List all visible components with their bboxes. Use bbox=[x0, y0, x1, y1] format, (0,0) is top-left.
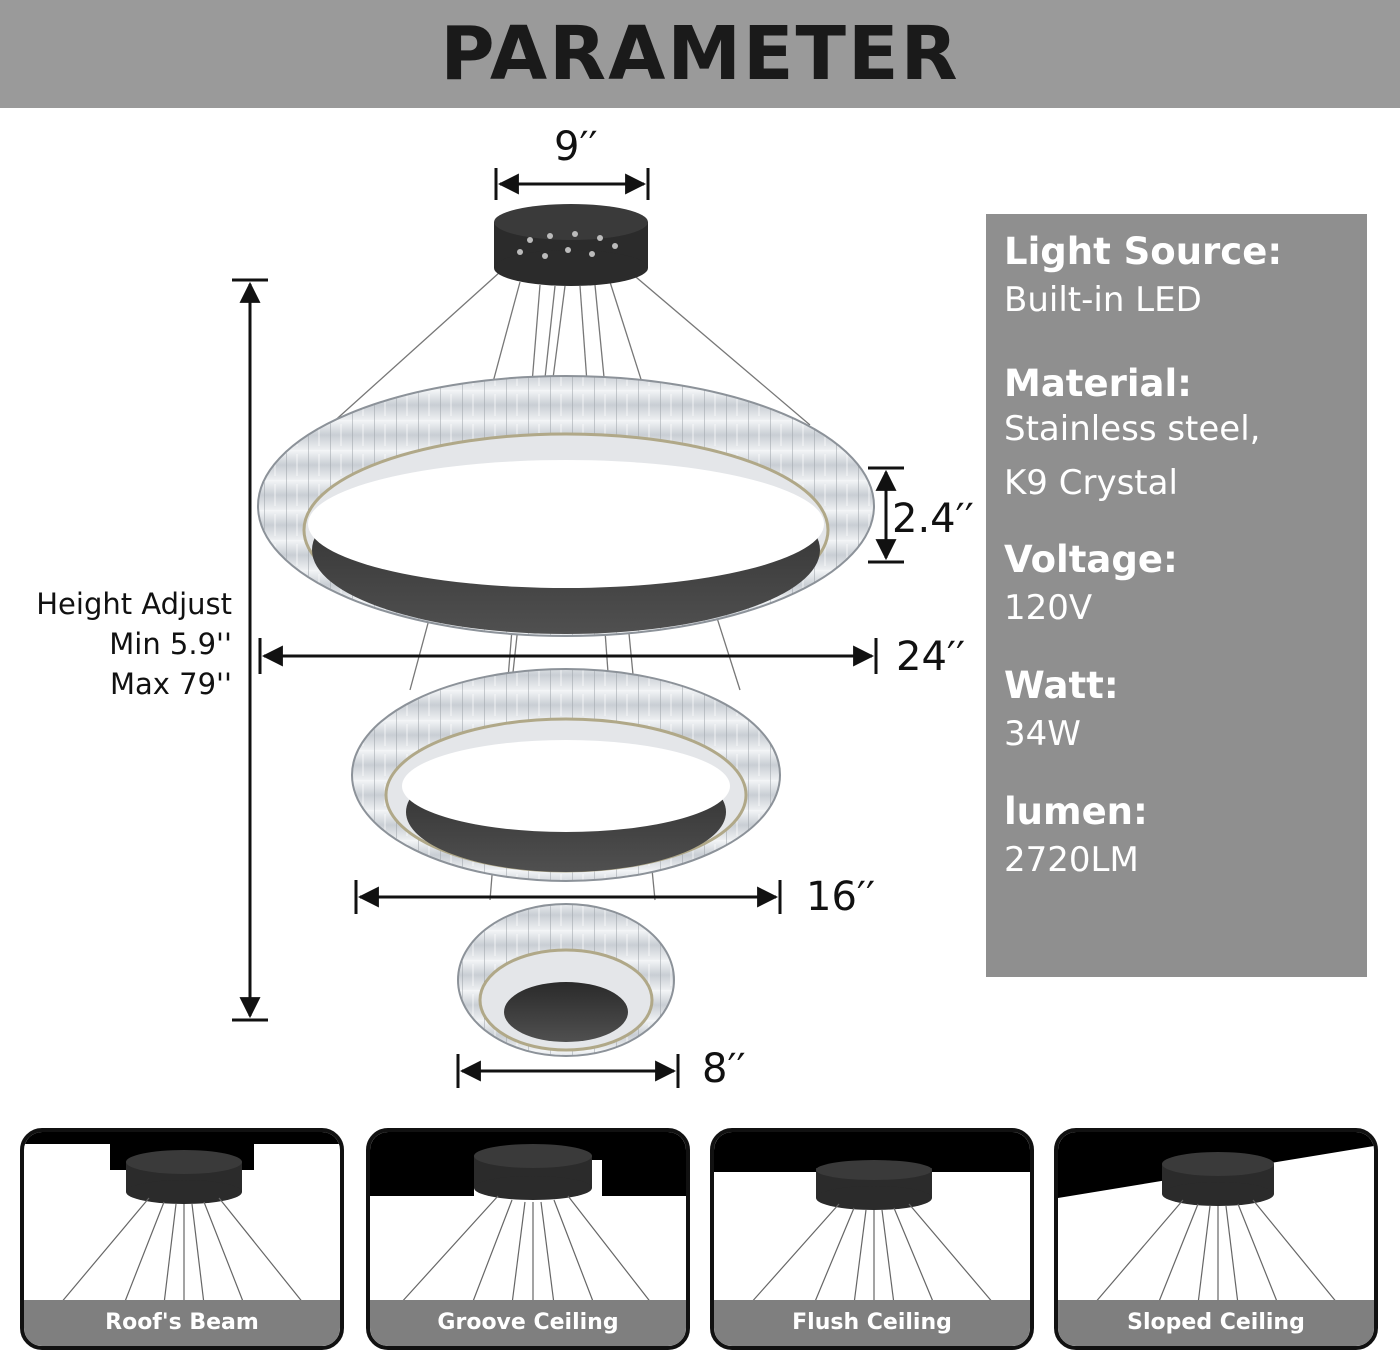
mount-caption: Groove Ceiling bbox=[370, 1300, 686, 1346]
small-ring-width-label: 8′′ bbox=[702, 1046, 746, 1092]
spec-value: Stainless steel, K9 Crystal bbox=[1004, 409, 1261, 503]
large-ring-width-label: 24′′ bbox=[896, 634, 966, 680]
spec-label: lumen: bbox=[1004, 790, 1148, 833]
chandelier-illustration bbox=[232, 168, 904, 1088]
mount-caption: Sloped Ceiling bbox=[1058, 1300, 1374, 1346]
spec-label: Light Source: bbox=[1004, 230, 1283, 273]
height-adjust-title: Height Adjust bbox=[36, 587, 232, 621]
small-ring bbox=[457, 903, 675, 1057]
spec-material: Material: Stainless steel, K9 Crystal bbox=[1004, 360, 1367, 510]
groove-ceiling-illustration bbox=[370, 1132, 686, 1305]
medium-ring-width-label: 16′′ bbox=[806, 874, 876, 920]
spec-voltage: Voltage: 120V bbox=[1004, 536, 1367, 632]
flush-ceiling-illustration bbox=[714, 1132, 1030, 1305]
medium-ring bbox=[351, 668, 781, 882]
spec-value: Built-in LED bbox=[1004, 280, 1202, 320]
spec-light-source: Light Source: Built-in LED bbox=[1004, 228, 1367, 324]
mount-roofs-beam: Roof's Beam bbox=[20, 1128, 344, 1350]
spec-label: Voltage: bbox=[1004, 538, 1178, 581]
mount-caption: Roof's Beam bbox=[24, 1300, 340, 1346]
sloped-ceiling-illustration bbox=[1058, 1132, 1374, 1305]
roofs-beam-illustration bbox=[24, 1132, 340, 1305]
mount-groove-ceiling: Groove Ceiling bbox=[366, 1128, 690, 1350]
spec-watt: Watt: 34W bbox=[1004, 662, 1367, 758]
canopy-width-label: 9′′ bbox=[554, 124, 598, 170]
spec-value: 2720LM bbox=[1004, 840, 1139, 880]
mount-sloped-ceiling: Sloped Ceiling bbox=[1054, 1128, 1378, 1350]
height-adjust-min: Min 5.9'' bbox=[109, 627, 232, 661]
page-title: PARAMETER bbox=[440, 11, 960, 97]
mount-caption: Flush Ceiling bbox=[714, 1300, 1030, 1346]
large-ring bbox=[257, 375, 875, 637]
spec-panel: Light Source: Built-in LED Material: Sta… bbox=[986, 214, 1367, 977]
spec-label: Material: bbox=[1004, 362, 1192, 405]
spec-label: Watt: bbox=[1004, 664, 1119, 707]
mount-flush-ceiling: Flush Ceiling bbox=[710, 1128, 1034, 1350]
spec-value: 120V bbox=[1004, 588, 1093, 628]
height-adjust-max: Max 79'' bbox=[109, 667, 232, 701]
spec-lumen: lumen: 2720LM bbox=[1004, 788, 1367, 884]
page-header: PARAMETER bbox=[0, 0, 1400, 108]
height-adjust-label: Height Adjust Min 5.9'' Max 79'' bbox=[6, 584, 232, 704]
spec-value: 34W bbox=[1004, 714, 1081, 754]
canopy bbox=[494, 204, 648, 286]
ring-height-label: 2.4′′ bbox=[892, 496, 974, 542]
